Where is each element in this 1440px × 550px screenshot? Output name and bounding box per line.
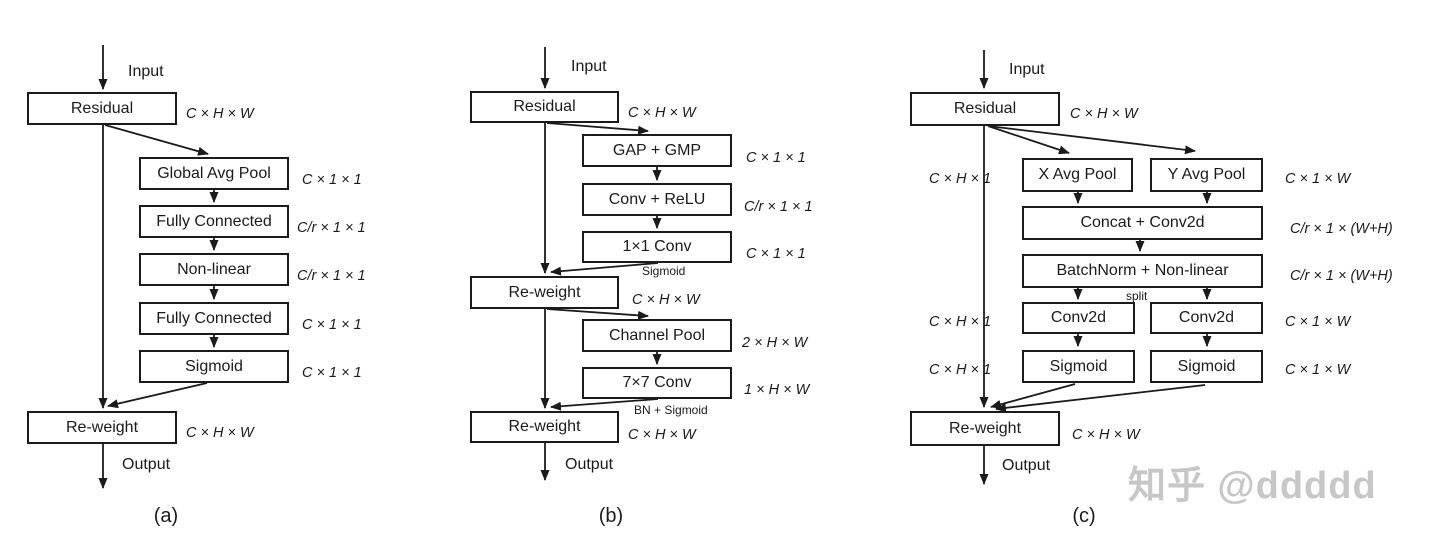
arrow-residual-to-xpool-c xyxy=(987,125,1070,155)
non-linear-box-a: Non-linear xyxy=(139,253,289,286)
output-label-c: Output xyxy=(1002,457,1051,474)
residual-box-c: Residual xyxy=(910,92,1060,126)
dim-right-row3-c: C × 1 × W xyxy=(1285,362,1351,378)
conv2d-right-box-c: Conv2d xyxy=(1150,302,1263,334)
dim-non-linear-a: C/r × 1 × 1 xyxy=(297,268,366,284)
arrow-residual-to-ypool-c xyxy=(987,125,1196,155)
dim-seven-conv-b: 1 × H × W xyxy=(744,382,810,398)
channel-pool-box-b: Channel Pool xyxy=(582,319,732,352)
conv2d-left-box-c: Conv2d xyxy=(1022,302,1135,334)
split-note-c: split xyxy=(1126,289,1148,303)
reweight1-box-b: Re-weight xyxy=(470,276,619,309)
dim-residual-b: C × H × W xyxy=(628,105,696,121)
arrow-77conv-to-reweight2-b xyxy=(550,398,659,411)
arrow-residual-to-gapgmp-b xyxy=(546,122,649,135)
dim-fully-connected2-a: C × 1 × 1 xyxy=(302,317,362,333)
batchnorm-box-c: BatchNorm + Non-linear xyxy=(1022,254,1263,288)
reweight-box-c: Re-weight xyxy=(910,411,1060,446)
sigmoid-note-b: Sigmoid xyxy=(642,264,686,278)
output-label-b: Output xyxy=(565,456,614,473)
dim-left-row2-c: C × H × 1 xyxy=(929,314,992,330)
dim-right-row2-c: C × 1 × W xyxy=(1285,314,1351,330)
input-label-b: Input xyxy=(571,58,607,75)
dim-left-row3-c: C × H × 1 xyxy=(929,362,992,378)
concat-conv2d-box-c: Concat + Conv2d xyxy=(1022,206,1263,240)
caption-a: (a) xyxy=(153,505,179,527)
fully-connected2-box-a: Fully Connected xyxy=(139,302,289,335)
residual-box-b: Residual xyxy=(470,91,619,123)
dim-left-row1-c: C × H × 1 xyxy=(929,171,992,187)
output-label-a: Output xyxy=(122,456,171,473)
sigmoid-right-box-c: Sigmoid xyxy=(1150,350,1263,383)
dim-residual-c: C × H × W xyxy=(1070,106,1138,122)
dim-channel-pool-b: 2 × H × W xyxy=(742,335,808,351)
x-avg-pool-box-c: X Avg Pool xyxy=(1022,158,1133,192)
reweight2-box-b: Re-weight xyxy=(470,411,619,443)
dim-reweight2-b: C × H × W xyxy=(628,427,696,443)
conv-relu-box-b: Conv + ReLU xyxy=(582,183,732,216)
one-by-one-conv-box-b: 1×1 Conv xyxy=(582,231,732,263)
global-avg-pool-box-a: Global Avg Pool xyxy=(139,157,289,190)
input-label-a: Input xyxy=(128,63,164,80)
zhihu-watermark: 知乎 @ddddd xyxy=(1128,465,1377,507)
dim-conv-relu-b: C/r × 1 × 1 xyxy=(744,199,813,215)
dim-reweight-c: C × H × W xyxy=(1072,427,1140,443)
dim-gap-gmp-b: C × 1 × 1 xyxy=(746,150,806,166)
bn-sigmoid-note-b: BN + Sigmoid xyxy=(634,403,708,417)
dim-global-avg-pool-a: C × 1 × 1 xyxy=(302,172,362,188)
dim-fully-connected1-a: C/r × 1 × 1 xyxy=(297,220,366,236)
sigmoid-box-a: Sigmoid xyxy=(139,350,289,383)
y-avg-pool-box-c: Y Avg Pool xyxy=(1150,158,1263,192)
arrow-reweight1-to-channelpool-b xyxy=(546,308,649,320)
residual-box-a: Residual xyxy=(27,92,177,125)
caption-c: (c) xyxy=(1072,505,1096,527)
gap-gmp-box-b: GAP + GMP xyxy=(582,134,732,167)
seven-conv-box-b: 7×7 Conv xyxy=(582,367,732,399)
input-label-c: Input xyxy=(1009,61,1045,78)
caption-b: (b) xyxy=(598,505,624,527)
dim-residual-a: C × H × W xyxy=(186,106,254,122)
arrow-sigmoidleft-to-reweight-c xyxy=(990,383,1076,409)
arrow-residual-to-gap-a xyxy=(104,124,209,156)
dim-batchnorm-c: C/r × 1 × (W+H) xyxy=(1290,268,1393,284)
arrow-11conv-to-reweight1-b xyxy=(550,262,659,276)
dim-concat-c: C/r × 1 × (W+H) xyxy=(1290,221,1393,237)
dim-sigmoid-a: C × 1 × 1 xyxy=(302,365,362,381)
dim-one-by-one-conv-b: C × 1 × 1 xyxy=(746,246,806,262)
dim-reweight-a: C × H × W xyxy=(186,425,254,441)
dim-reweight1-b: C × H × W xyxy=(632,292,700,308)
sigmoid-left-box-c: Sigmoid xyxy=(1022,350,1135,383)
arrow-sigmoid-to-reweight-a xyxy=(107,382,208,409)
reweight-box-a: Re-weight xyxy=(27,411,177,444)
fully-connected1-box-a: Fully Connected xyxy=(139,205,289,238)
dim-right-row1-c: C × 1 × W xyxy=(1285,171,1351,187)
arrow-sigmoidright-to-reweight-c xyxy=(995,384,1206,413)
